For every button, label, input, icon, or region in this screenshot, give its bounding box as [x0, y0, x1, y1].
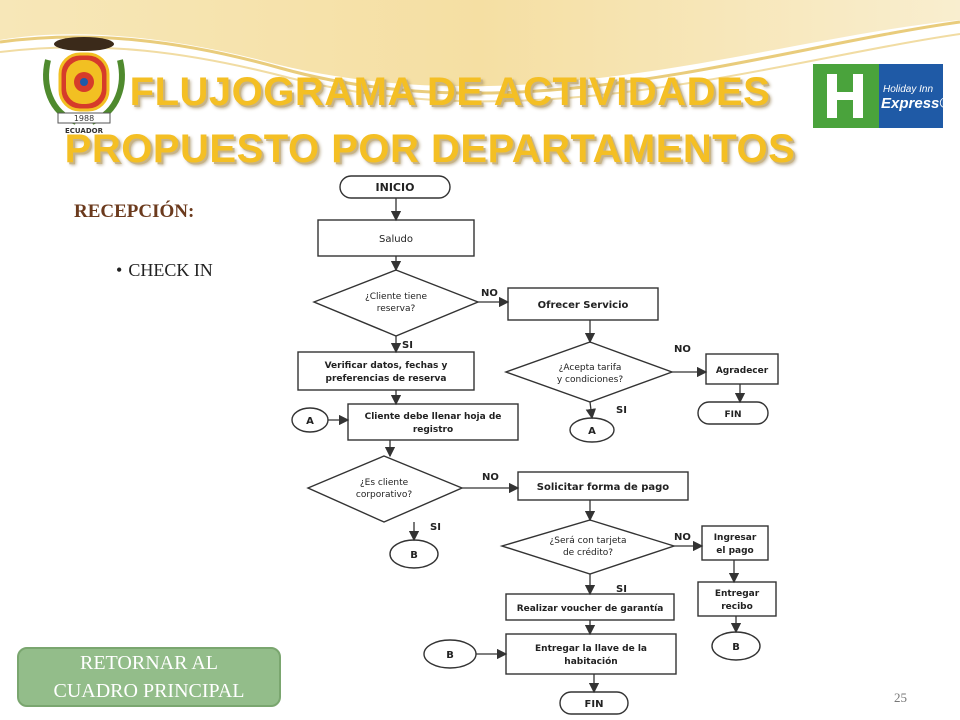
process-label: Ofrecer Servicio [538, 300, 629, 311]
section-label: RECEPCIÓN: [74, 201, 195, 222]
process-label: Entregar [715, 589, 760, 599]
terminal-label: INICIO [376, 181, 415, 194]
connector-label: B [410, 550, 418, 561]
process-saludo [317, 219, 475, 257]
hie-blue-panel [879, 64, 943, 128]
process-entregar-llave [505, 633, 677, 675]
process-label: recibo [721, 602, 753, 612]
decision-label: ¿Es cliente [360, 478, 409, 488]
holiday-inn-express-logo: Holiday Inn Express® [813, 64, 950, 128]
process-label: Saludo [379, 234, 413, 245]
edge-label-si: SI [402, 340, 413, 351]
ecuador-emblem-icon: 1988 ECUADOR [43, 37, 125, 135]
slide-title-line-2: PROPUESTO POR DEPARTAMENTOS [64, 127, 796, 171]
return-button-line-1: RETORNAR AL [80, 652, 218, 674]
connector-label: A [588, 426, 596, 437]
bullet-item: CHECK IN [116, 260, 213, 281]
edge-label-si: SI [616, 405, 627, 416]
terminal-inicio [339, 175, 451, 199]
svg-text:ECUADOR: ECUADOR [65, 127, 104, 135]
connector-label: A [306, 416, 314, 427]
process-registro [347, 403, 519, 441]
edge-label-no: NO [481, 288, 498, 299]
process-entregar-recibo [697, 581, 777, 617]
slide-title-line-1: FLUJOGRAMA DE ACTIVIDADES [129, 70, 771, 114]
decision-label: de crédito? [563, 547, 613, 558]
check-in-flowchart: INICIO Saludo ¿Cliente tiene reserva? Of… [278, 172, 792, 720]
edge-label-si: SI [616, 584, 627, 595]
edge-label-no: NO [482, 472, 499, 483]
decision-corporativo [306, 455, 464, 523]
decision-label: ¿Acepta tarifa [559, 363, 622, 373]
terminal-fin-right [697, 401, 769, 425]
hie-logo-line-2: Express® [881, 95, 951, 112]
connector-label: B [732, 642, 740, 653]
hie-green-panel [813, 64, 879, 128]
decision-label: ¿Cliente tiene [365, 292, 428, 302]
process-label: preferencias de reserva [326, 374, 447, 384]
decision-label: ¿Será con tarjeta [550, 536, 627, 546]
decision-label: y condiciones? [557, 375, 623, 385]
decision-label: corporativo? [356, 490, 412, 500]
terminal-label: FIN [724, 410, 741, 420]
process-agradecer [705, 353, 779, 385]
process-ingresar-pago [701, 525, 769, 561]
process-label: registro [413, 425, 453, 435]
process-verificar [297, 351, 475, 391]
process-solicitar-pago [517, 471, 689, 501]
hie-logo-line-1: Holiday Inn [883, 84, 934, 95]
decision-tarjeta [499, 519, 677, 575]
return-button-line-2: CUADRO PRINCIPAL [53, 680, 245, 702]
svg-text:1988: 1988 [74, 114, 94, 123]
decision-label: reserva? [377, 304, 416, 314]
edge-label-no: NO [674, 344, 691, 355]
process-label: Entregar la llave de la [535, 644, 647, 654]
edge-label-si: SI [430, 522, 441, 533]
process-label: Agradecer [716, 366, 769, 376]
process-label: Ingresar [714, 533, 757, 543]
decision-reserva [312, 269, 480, 337]
page-number: 25 [894, 690, 907, 705]
connector-label: B [446, 650, 454, 661]
edge-label-no: NO [674, 532, 691, 543]
process-label: habitación [564, 656, 617, 667]
letter-h-icon [827, 74, 863, 118]
process-label: Verificar datos, fechas y [325, 361, 448, 371]
process-label: Solicitar forma de pago [537, 482, 670, 493]
header-wave-decoration [0, 0, 960, 103]
process-label: el pago [716, 546, 753, 556]
return-to-main-chart-button[interactable]: RETORNAR AL CUADRO PRINCIPAL [17, 647, 281, 707]
process-label: Realizar voucher de garantía [517, 604, 664, 614]
terminal-label: FIN [585, 699, 604, 710]
process-label: Cliente debe llenar hoja de [365, 412, 502, 422]
